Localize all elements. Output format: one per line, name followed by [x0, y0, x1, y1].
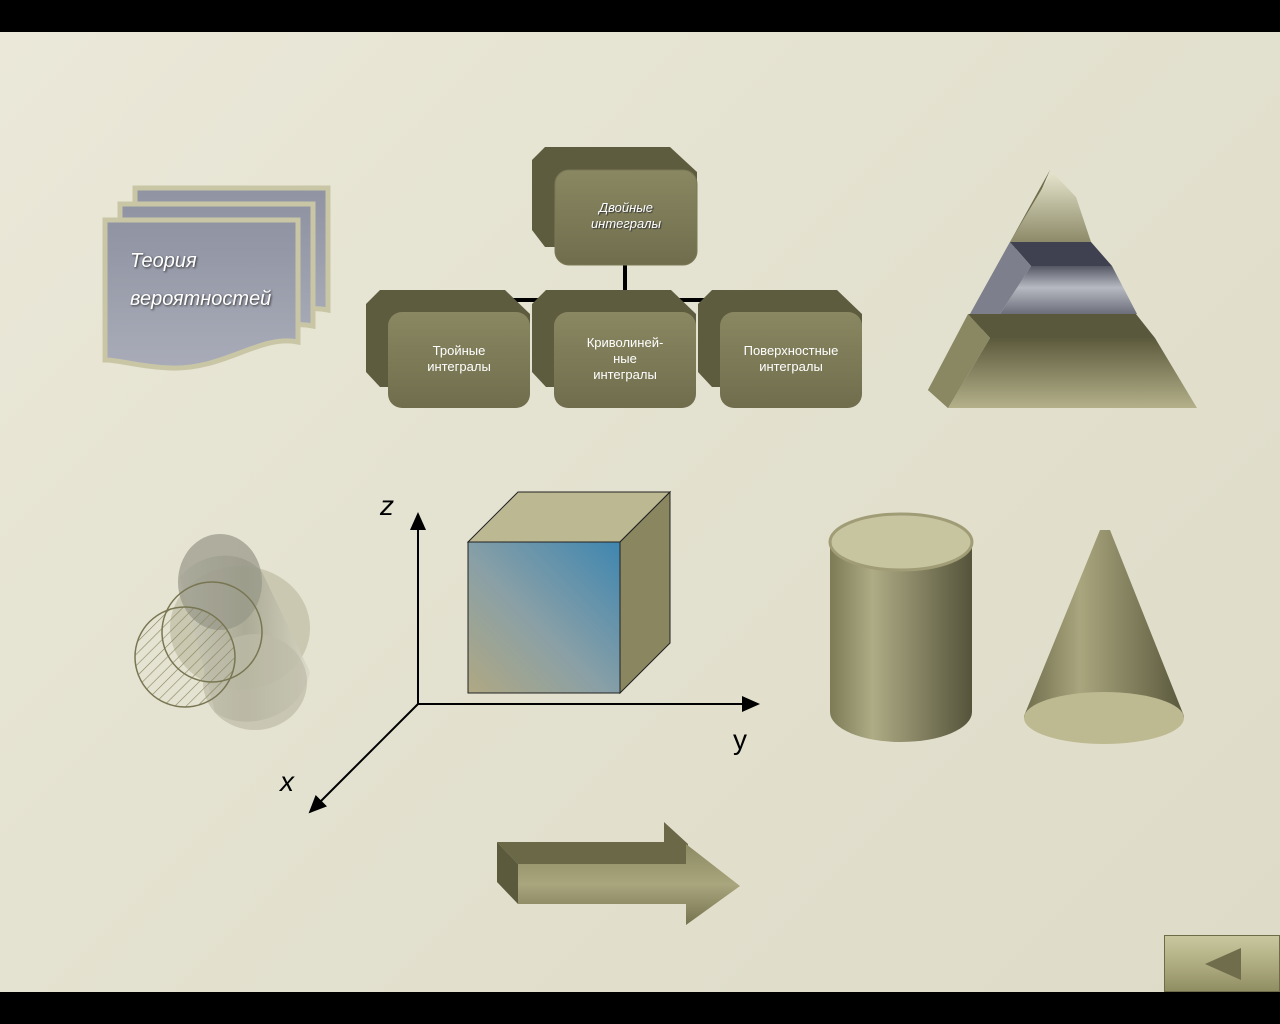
next-arrow-button[interactable]	[497, 822, 742, 926]
org-box-left[interactable]: Тройные интегралы	[388, 343, 530, 375]
org-box-top-line2: интегралы	[590, 216, 662, 231]
org-box-left-line1: Тройные	[432, 343, 486, 358]
stack-card-line2: вероятностей	[130, 288, 272, 310]
stack-card-line1: Теория	[130, 250, 197, 272]
org-box-right-line1: Поверхностные	[743, 343, 839, 358]
org-box-right[interactable]: Поверхностные интегралы	[720, 343, 862, 375]
cone	[1024, 530, 1184, 744]
cylinder	[828, 512, 974, 742]
layered-pyramid	[928, 170, 1197, 408]
next-arrow-graphic	[497, 822, 740, 925]
scene-graphics	[102, 147, 1197, 925]
org-box-right-line2: интегралы	[759, 359, 823, 374]
triangle-left-icon	[1205, 948, 1241, 980]
coordinate-axes	[308, 512, 760, 814]
axis-label-z: z	[380, 490, 394, 521]
intersecting-cylinders	[134, 534, 310, 730]
org-box-middle[interactable]: Криволиней- ные интегралы	[554, 335, 696, 383]
org-box-middle-line2: ные	[613, 351, 637, 366]
org-box-top[interactable]: Двойные интегралы	[555, 200, 697, 232]
org-box-middle-graphic	[532, 290, 696, 408]
stack-card-text: Теория вероятностей	[130, 242, 271, 318]
org-box-middle-line1: Криволиней-	[586, 335, 664, 350]
org-box-right-graphic	[698, 290, 862, 408]
org-box-top-graphic	[532, 147, 698, 266]
stack-card-graphic	[102, 185, 331, 371]
axis-label-y: y	[733, 724, 747, 755]
slide: Теория вероятностей Двойные интегралы Тр…	[0, 32, 1280, 992]
org-box-left-graphic	[366, 290, 530, 408]
axis-label-x: x	[280, 766, 294, 797]
back-button[interactable]	[1164, 935, 1280, 992]
org-box-middle-line3: интегралы	[593, 367, 657, 382]
cube	[466, 490, 672, 695]
org-box-top-line1: Двойные	[598, 200, 654, 215]
org-box-left-line2: интегралы	[427, 359, 491, 374]
